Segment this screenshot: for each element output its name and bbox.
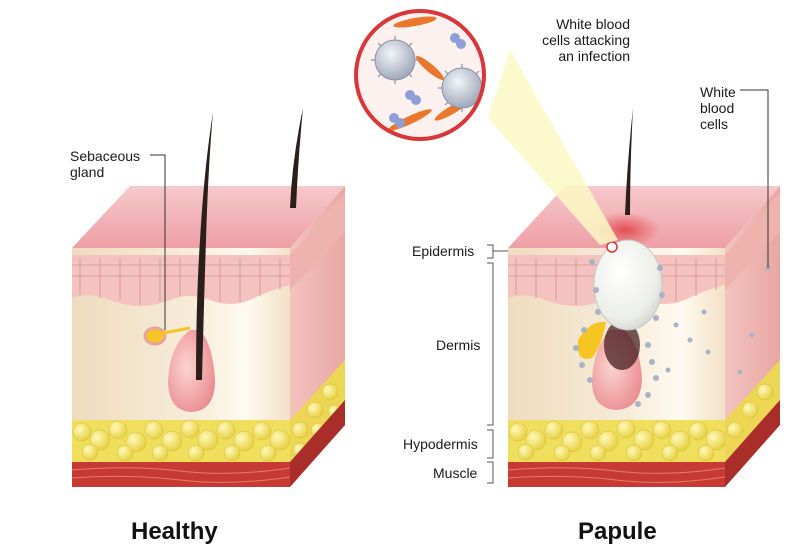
epidermis-label: Epidermis: [412, 243, 475, 259]
magnifier-icon: [354, 9, 618, 245]
dermis-label: Dermis: [436, 337, 481, 353]
hair-follicle-icon: [168, 330, 215, 412]
hair-icon: [625, 108, 633, 215]
muscle-label: Muscle: [433, 465, 478, 481]
healthy-caption: Healthy: [131, 518, 218, 545]
white-blood-cells-attacking-label: White blood cells attacking an infection: [542, 16, 630, 64]
papule-skin-block: [487, 108, 780, 487]
hypodermis-label: Hypodermis: [403, 436, 478, 452]
papule-icon: [593, 239, 663, 331]
sebaceous-gland-label: Sebaceous gland: [70, 148, 141, 180]
white-blood-cells-label: White blood cells: [700, 84, 736, 132]
muscle-layer: [72, 462, 290, 487]
hair-icon: [196, 112, 213, 380]
papule-caption: Papule: [578, 518, 657, 545]
sebaceous-gland-icon: [143, 326, 167, 346]
epidermis-band: [72, 255, 290, 306]
healthy-skin-block: [71, 108, 345, 487]
white-blood-cell-icon: [573, 259, 771, 407]
skin-top-surface: [72, 186, 345, 248]
hair-icon: [290, 108, 303, 208]
